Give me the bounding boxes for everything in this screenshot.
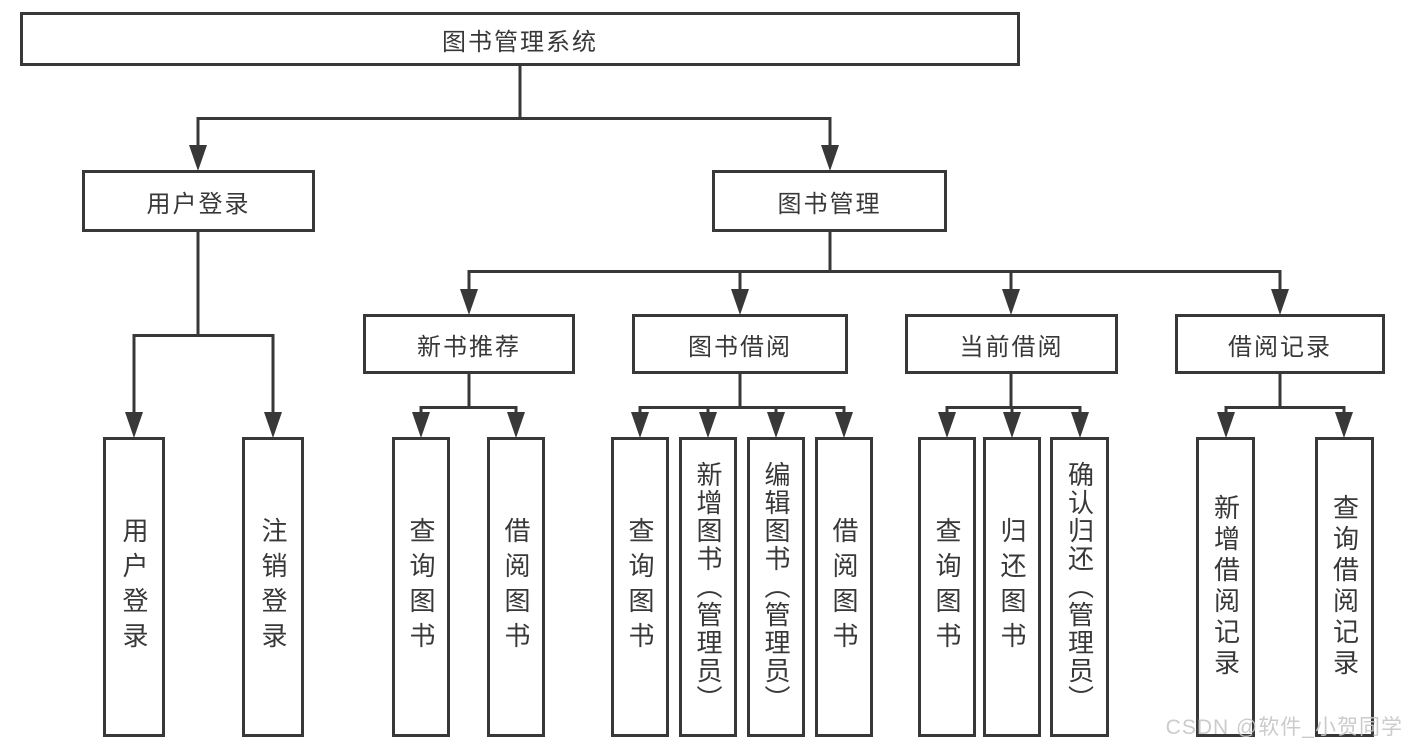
leaf-label: 借阅图书 <box>829 517 859 657</box>
leaf-query-books-recommend: 查询图书 <box>392 437 450 737</box>
node-label: 新书推荐 <box>417 333 521 361</box>
node-book-borrowing: 图书借阅 <box>632 314 848 374</box>
connector-horizontal-lines <box>132 117 1346 409</box>
node-current-borrowing: 当前借阅 <box>905 314 1118 374</box>
node-label: 用户登录 <box>146 190 251 218</box>
node-borrowing-records: 借阅记录 <box>1175 314 1385 374</box>
leaf-label: 借阅图书 <box>501 517 531 657</box>
csdn-watermark: CSDN @软件_小贺同学 <box>1165 716 1403 739</box>
leaf-label: 用户登录 <box>119 517 149 657</box>
leaf-query-borrow-record: 查询借阅记录 <box>1315 437 1374 737</box>
leaf-label: 新增借阅记录 <box>1210 494 1241 680</box>
arrowheads <box>125 145 1353 438</box>
leaf-label: 编辑图书（管理员） <box>761 461 791 713</box>
leaf-label: 注销登录 <box>258 517 288 657</box>
node-book-management: 图书管理 <box>712 170 947 232</box>
leaf-confirm-return-admin: 确认归还（管理员） <box>1050 437 1109 737</box>
leaf-label: 查询图书 <box>932 517 962 657</box>
leaf-add-borrow-record: 新增借阅记录 <box>1196 437 1255 737</box>
node-label: 图书借阅 <box>688 333 792 361</box>
leaf-label: 新增图书（管理员） <box>693 461 723 713</box>
node-label: 借阅记录 <box>1228 333 1332 361</box>
connector-vertical-lines <box>132 64 1346 416</box>
leaf-label: 归还图书 <box>997 517 1027 657</box>
node-library-management-system: 图书管理系统 <box>20 12 1020 66</box>
leaf-logout: 注销登录 <box>242 437 304 737</box>
leaf-query-books-current: 查询图书 <box>918 437 976 737</box>
leaf-label: 查询借阅记录 <box>1329 494 1360 680</box>
leaf-user-login: 用户登录 <box>103 437 165 737</box>
leaf-return-book: 归还图书 <box>983 437 1041 737</box>
leaf-edit-book-admin: 编辑图书（管理员） <box>747 437 805 737</box>
node-label: 图书管理 <box>777 190 882 218</box>
leaf-label: 查询图书 <box>625 517 655 657</box>
leaf-borrow-books-recommend: 借阅图书 <box>487 437 545 737</box>
node-label: 当前借阅 <box>959 333 1064 361</box>
leaf-borrow-books: 借阅图书 <box>815 437 873 737</box>
node-label: 图书管理系统 <box>442 28 598 56</box>
leaf-label: 查询图书 <box>406 517 436 657</box>
leaf-label: 确认归还（管理员） <box>1064 461 1095 713</box>
node-user-login: 用户登录 <box>82 170 315 232</box>
leaf-add-book-admin: 新增图书（管理员） <box>679 437 737 737</box>
leaf-query-books-borrow: 查询图书 <box>611 437 669 737</box>
node-new-book-recommendation: 新书推荐 <box>363 314 575 374</box>
